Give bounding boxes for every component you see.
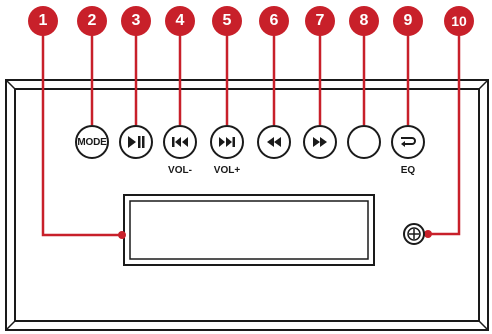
eq-label: EQ <box>400 165 416 176</box>
skip-previous-icon <box>172 137 188 147</box>
next-button[interactable] <box>210 125 244 159</box>
callout-7: 7 <box>305 6 335 36</box>
callout-1: 1 <box>28 6 58 36</box>
callout-2-number: 2 <box>87 12 97 29</box>
display-window-outer <box>123 194 375 266</box>
callout-5: 5 <box>212 6 242 36</box>
fast-forward-button[interactable] <box>303 125 337 159</box>
callout-9: 9 <box>393 6 423 36</box>
callout-2: 2 <box>77 6 107 36</box>
callout-8: 8 <box>349 6 379 36</box>
fast-forward-icon <box>313 137 327 147</box>
leader-line-1 <box>41 35 122 237</box>
previous-button[interactable] <box>163 125 197 159</box>
callout-4-number: 4 <box>175 12 185 29</box>
mode-button[interactable]: MODE <box>75 125 109 159</box>
corner-line-br <box>478 320 489 331</box>
eq-button[interactable] <box>391 125 425 159</box>
vol-plus-label: VOL+ <box>213 165 241 176</box>
leader-line-10 <box>428 35 461 236</box>
leader-dot-1 <box>118 231 126 239</box>
adjustment-screw-icon[interactable] <box>402 222 426 246</box>
outer-frame <box>5 79 489 331</box>
callout-9-number: 9 <box>403 12 413 29</box>
vol-minus-label: VOL- <box>168 165 192 176</box>
callout-5-number: 5 <box>222 12 232 29</box>
callout-4: 4 <box>165 6 195 36</box>
callout-7-number: 7 <box>315 12 325 29</box>
play-pause-button[interactable] <box>119 125 153 159</box>
corner-line-tr <box>478 79 489 90</box>
corner-line-tl <box>5 79 16 90</box>
callout-3: 3 <box>121 6 151 36</box>
mode-button-label: MODE <box>77 136 107 148</box>
leader-dot-10 <box>424 230 432 238</box>
play-pause-icon <box>128 136 145 148</box>
callout-3-number: 3 <box>131 12 141 29</box>
callout-10: 10 <box>444 6 474 36</box>
rewind-icon <box>267 137 281 147</box>
callout-1-number: 1 <box>38 12 48 29</box>
corner-line-bl <box>5 320 16 331</box>
repeat-eq-icon <box>401 137 416 147</box>
rewind-button[interactable] <box>257 125 291 159</box>
callout-10-number: 10 <box>451 13 467 29</box>
inner-frame <box>14 88 480 322</box>
blank-button[interactable] <box>347 125 381 159</box>
callout-8-number: 8 <box>359 12 369 29</box>
callout-6-number: 6 <box>269 12 279 29</box>
display-window-inner <box>129 200 369 260</box>
callout-6: 6 <box>259 6 289 36</box>
skip-next-icon <box>219 137 235 147</box>
